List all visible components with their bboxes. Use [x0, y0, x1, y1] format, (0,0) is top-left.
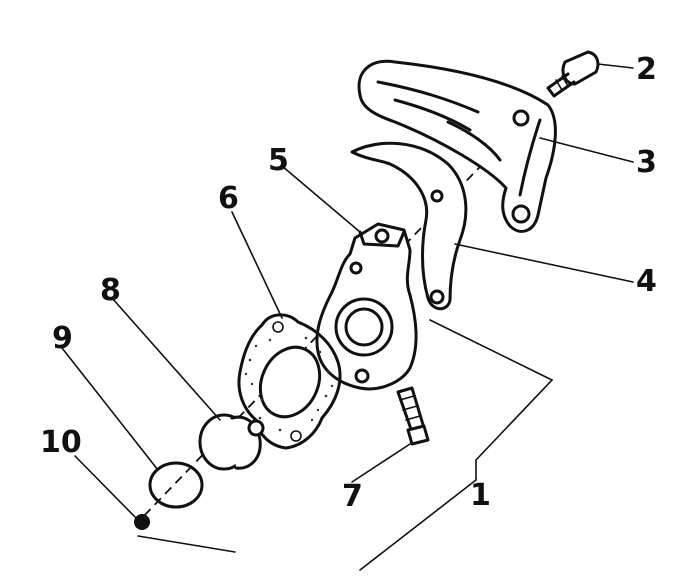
part-label-8: 8	[100, 273, 121, 308]
part-label-10: 10	[40, 425, 82, 460]
part-label-6: 6	[218, 181, 239, 216]
part-label-7: 7	[342, 479, 363, 514]
leader-lines	[61, 63, 634, 571]
bolt	[546, 50, 600, 98]
part-label-5: 5	[268, 143, 289, 178]
part-label-9: 9	[52, 321, 73, 356]
part-label-4: 4	[636, 264, 657, 299]
gasket	[237, 313, 342, 450]
part-label-1: 1	[470, 478, 491, 513]
cap	[198, 413, 265, 471]
ball	[134, 514, 150, 530]
part-label-3: 3	[636, 145, 657, 180]
small-screw	[396, 386, 430, 446]
slotted-bracket	[357, 59, 557, 233]
part-label-2: 2	[636, 52, 657, 87]
sickle-plate	[350, 141, 468, 311]
ring	[148, 461, 204, 509]
housing-body	[315, 222, 418, 391]
